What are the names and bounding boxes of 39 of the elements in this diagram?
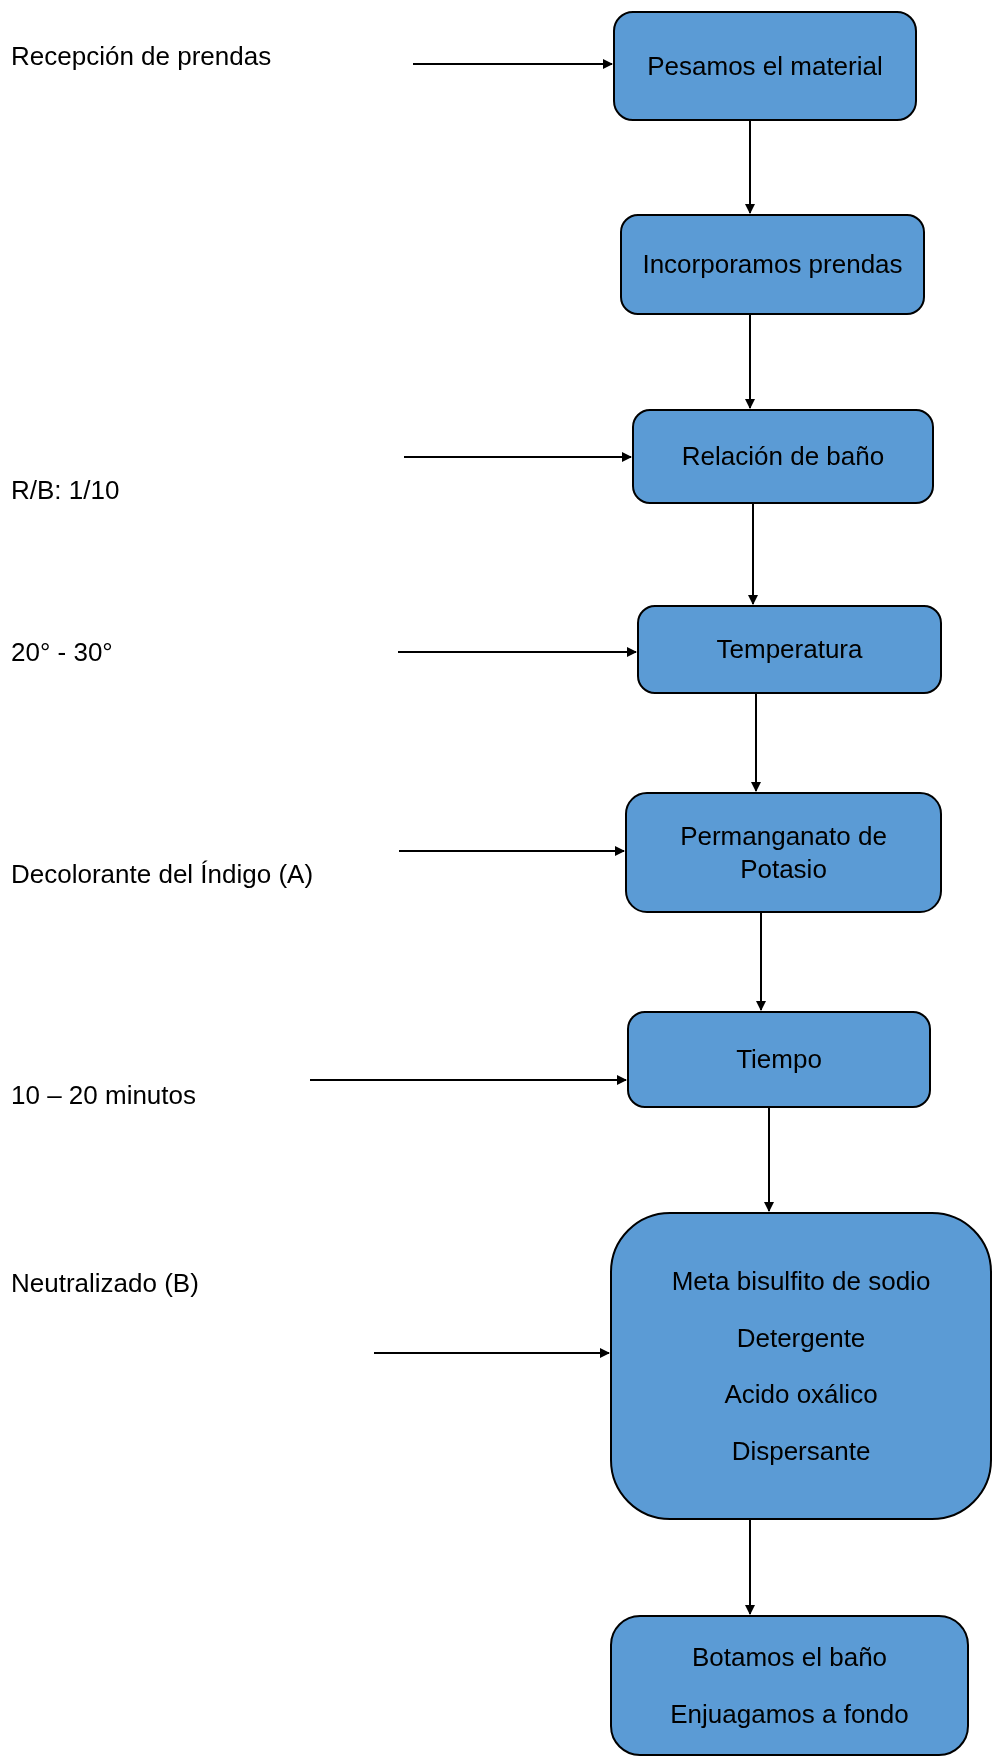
- box-text: Relación de baño: [681, 440, 885, 473]
- process-box: [610, 1615, 969, 1756]
- arrow: [751, 693, 761, 792]
- process-box: [637, 605, 942, 694]
- box-text: Enjuagamos a fondo: [670, 1697, 909, 1730]
- arrow: [412, 59, 613, 69]
- box-text: Acido oxálico: [724, 1378, 878, 1411]
- arrow: [748, 503, 758, 605]
- process-box: [620, 214, 925, 315]
- arrow: [373, 1348, 610, 1358]
- parameter-text: Recepción de prendas: [11, 41, 272, 72]
- process-box: [627, 1011, 931, 1108]
- parameter-text: Decolorante del Índigo (A): [11, 859, 314, 890]
- parameter-text: Neutralizado (B): [11, 1268, 199, 1299]
- arrow: [745, 314, 755, 409]
- box-text: Permanganato de Potasio: [679, 820, 888, 885]
- arrow: [745, 120, 755, 214]
- arrow: [309, 1075, 627, 1085]
- box-text: Incorporamos prendas: [642, 248, 903, 281]
- arrow: [756, 912, 766, 1011]
- box-text: Meta bisulfito de sodio: [671, 1265, 931, 1298]
- parameter-text: R/B: 1/10: [11, 475, 120, 506]
- box-text: Tiempo: [736, 1043, 822, 1076]
- process-box: [613, 11, 917, 121]
- arrow: [764, 1107, 774, 1212]
- arrow: [397, 647, 637, 657]
- box-text: Detergente: [736, 1321, 866, 1354]
- arrow: [398, 846, 625, 856]
- parameter-text: 20° - 30°: [11, 637, 113, 668]
- process-box: [632, 409, 934, 504]
- arrow: [403, 452, 632, 462]
- box-text: Temperatura: [716, 633, 863, 666]
- box-text: Botamos el baño: [691, 1641, 888, 1674]
- process-box: [625, 792, 942, 913]
- box-text: Pesamos el material: [647, 49, 883, 83]
- parameter-text: 10 – 20 minutos: [11, 1080, 196, 1111]
- process-box: [610, 1212, 992, 1520]
- box-text: Dispersante: [731, 1434, 871, 1467]
- arrow: [745, 1519, 755, 1615]
